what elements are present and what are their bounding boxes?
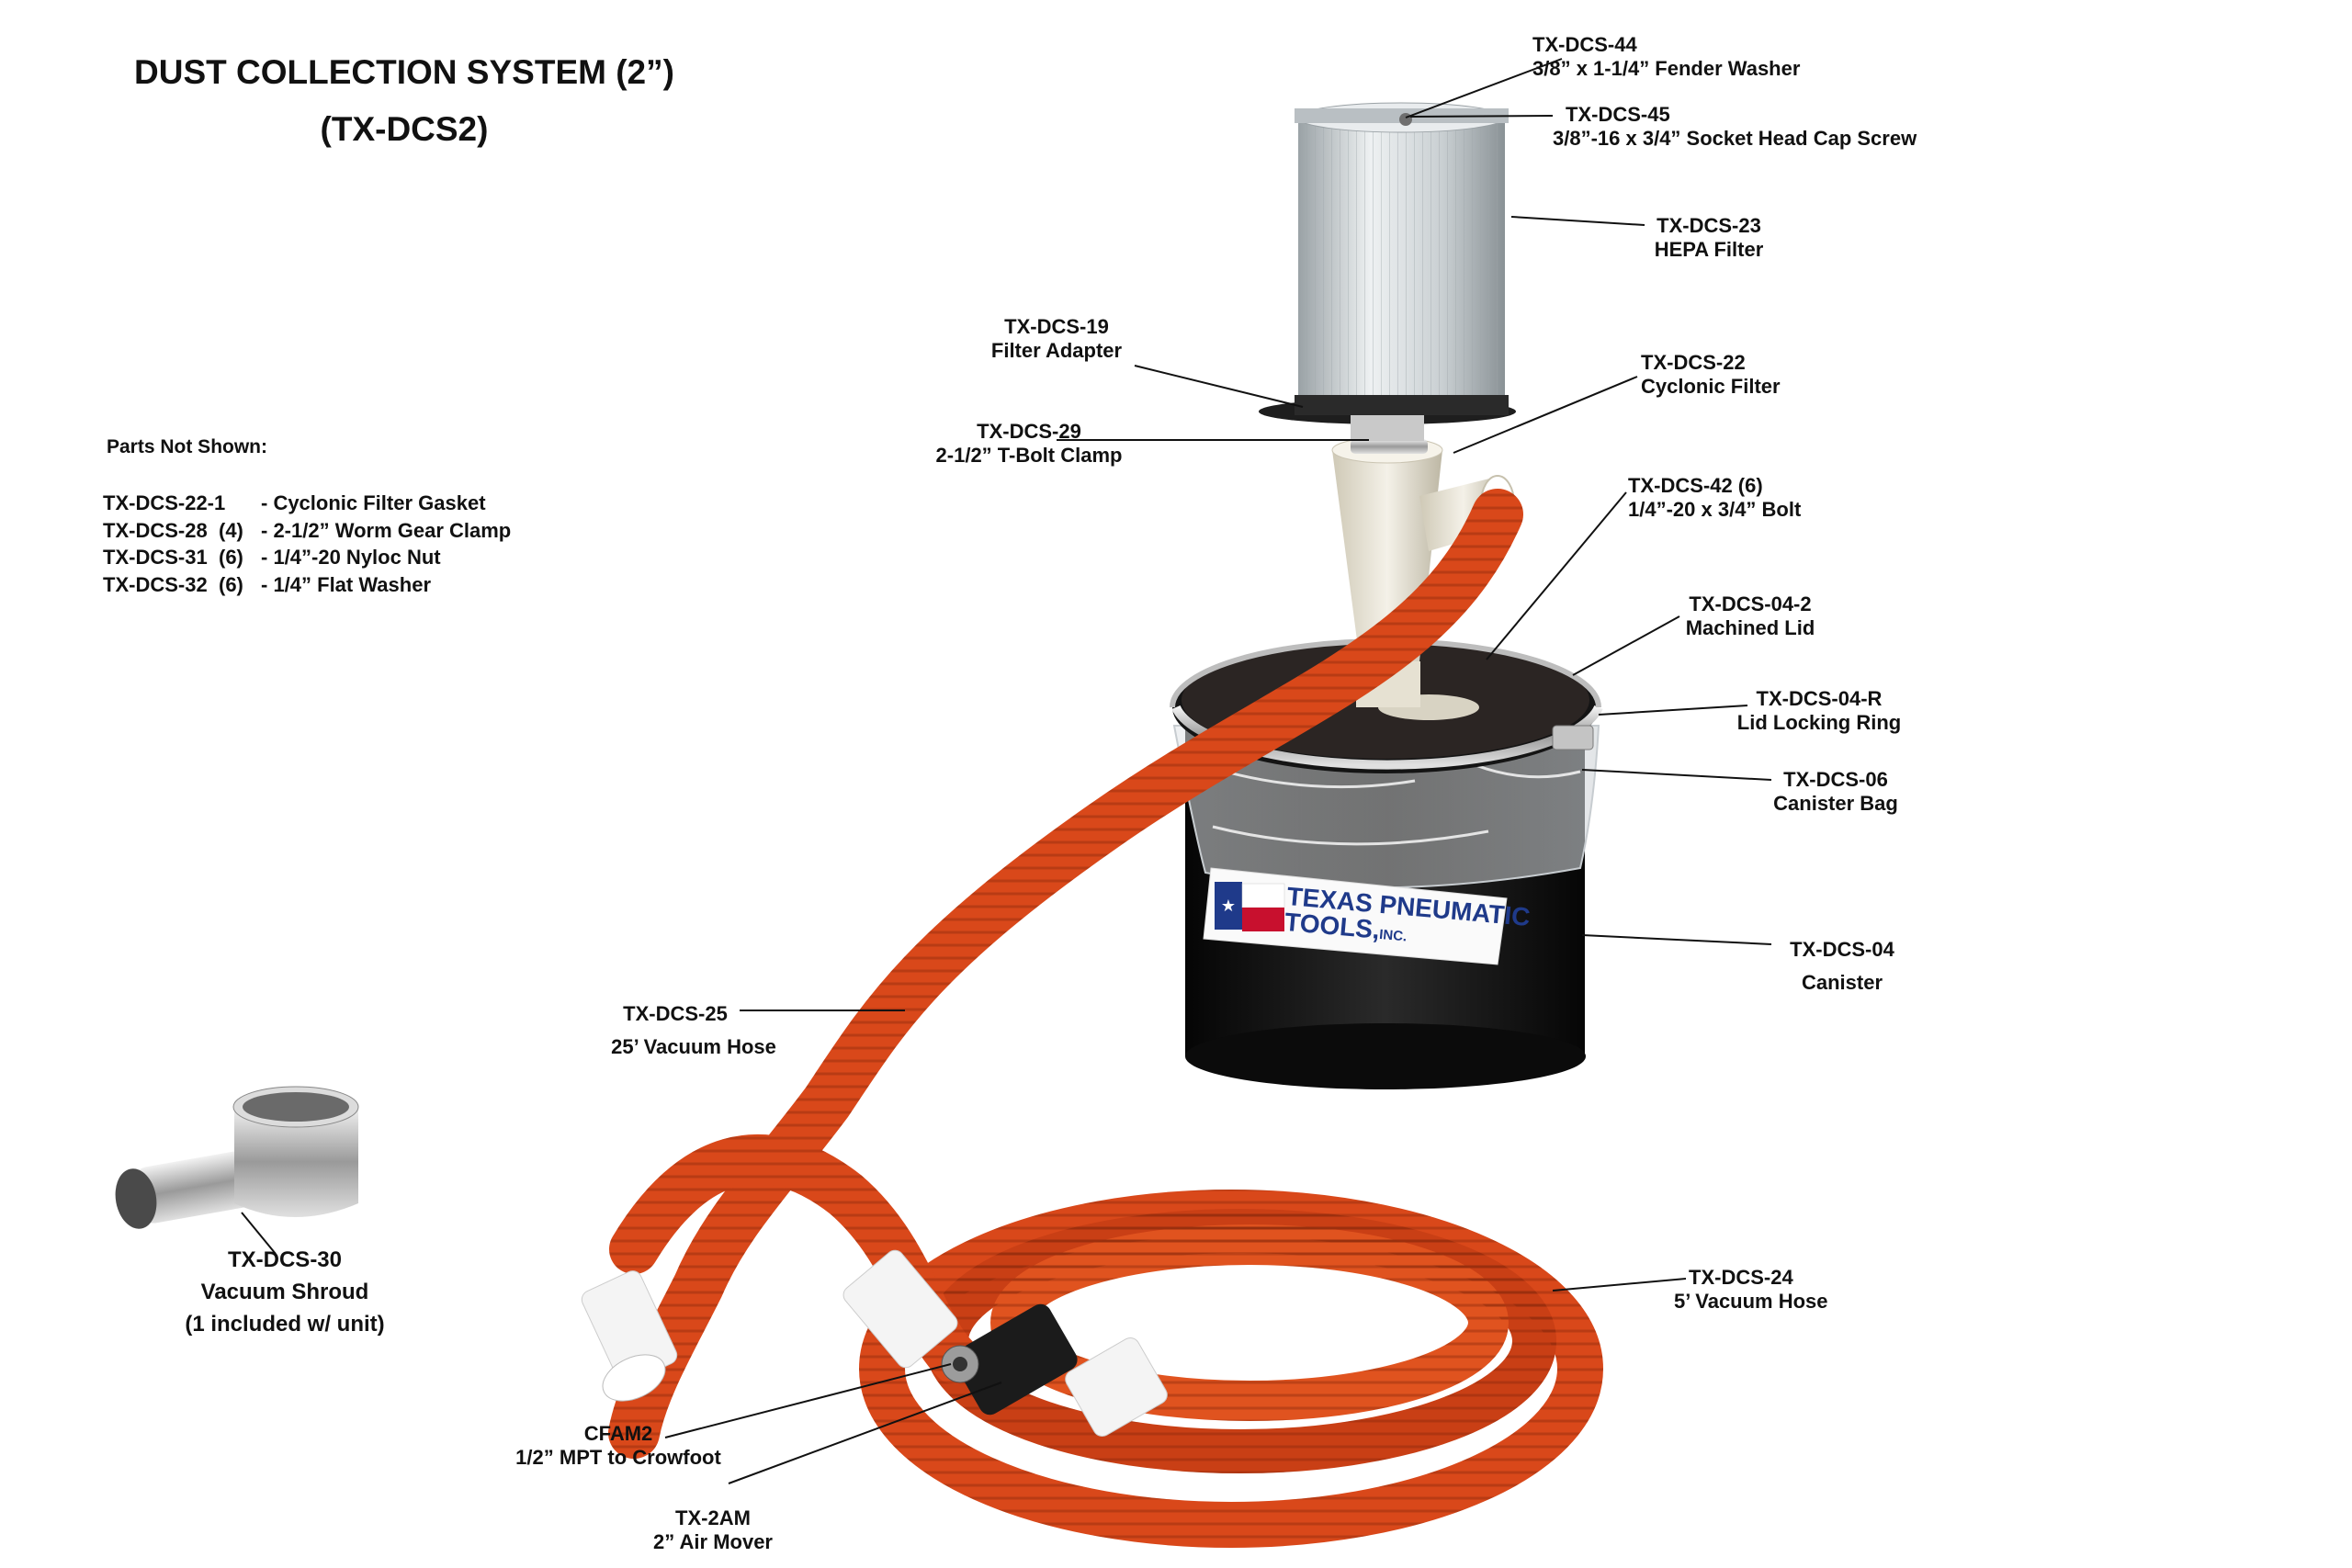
part-description: - Cyclonic Filter Gasket <box>261 491 486 514</box>
callout-tx-dcs-24: TX-DCS-24 5’ Vacuum Hose <box>1674 1266 1828 1314</box>
brand-logo-suffix: INC. <box>1378 926 1408 945</box>
part-description: - 2-1/2” Worm Gear Clamp <box>261 519 512 542</box>
callout-part: TX-DCS-04-2 <box>1689 592 1812 615</box>
callout-desc: Canister <box>1801 971 1883 994</box>
callout-part: TX-DCS-42 (6) <box>1628 474 1763 497</box>
callout-desc: 1/2” MPT to Crowfoot <box>515 1446 721 1469</box>
callout-desc: Cyclonic Filter <box>1641 375 1781 398</box>
callout-tx-dcs-06: TX-DCS-06 Canister Bag <box>1762 768 1909 816</box>
page-subtitle: (TX-DCS2) <box>320 110 489 148</box>
callout-tx-dcs-45: TX-DCS-45 3/8”-16 x 3/4” Socket Head Cap… <box>1553 103 1917 151</box>
list-item: TX-DCS-32 (6) - 1/4” Flat Washer <box>103 573 617 599</box>
callout-tx-dcs-04-2: TX-DCS-04-2 Machined Lid <box>1672 592 1828 640</box>
brand-label: ★ <box>1203 867 1508 965</box>
callout-part: TX-DCS-06 <box>1783 768 1888 791</box>
callout-desc: 2-1/2” T-Bolt Clamp <box>935 444 1123 467</box>
hose-cuff-left <box>581 1270 678 1402</box>
vacuum-shroud <box>115 1086 359 1229</box>
callout-part: TX-DCS-25 <box>623 1002 728 1025</box>
callout-part: TX-DCS-44 <box>1532 33 1637 56</box>
callout-desc: Vacuum Shroud <box>200 1280 369 1304</box>
callout-tx-dcs-25: TX-DCS-25 25’ Vacuum Hose <box>588 998 799 1064</box>
list-item: TX-DCS-28 (4) - 2-1/2” Worm Gear Clamp <box>103 519 617 545</box>
callout-desc: 25’ Vacuum Hose <box>611 1035 776 1058</box>
leader-lines <box>241 58 1772 1484</box>
part-description: - 1/4” Flat Washer <box>261 573 432 596</box>
callout-tx-dcs-22: TX-DCS-22 Cyclonic Filter <box>1641 351 1781 399</box>
callout-part: TX-DCS-04 <box>1790 938 1894 961</box>
callout-desc: Canister Bag <box>1773 792 1898 815</box>
callout-tx-2am: TX-2AM 2” Air Mover <box>630 1506 796 1554</box>
callout-tx-dcs-19: TX-DCS-19 Filter Adapter <box>974 315 1139 363</box>
list-item: TX-DCS-31 (6) - 1/4”-20 Nyloc Nut <box>103 546 617 571</box>
part-number: TX-DCS-28 <box>103 519 208 542</box>
callout-desc: 3/8”-16 x 3/4” Socket Head Cap Screw <box>1553 127 1917 150</box>
callout-part: TX-DCS-22 <box>1641 351 1746 374</box>
hepa-filter <box>1295 102 1509 415</box>
callout-part: TX-DCS-45 <box>1566 103 1670 126</box>
part-number: TX-DCS-32 <box>103 573 208 596</box>
part-qty: (4) <box>219 519 243 542</box>
list-item: TX-DCS-22-1 - Cyclonic Filter Gasket <box>103 491 617 517</box>
t-bolt-clamp <box>1351 439 1428 454</box>
callout-part: TX-DCS-24 <box>1689 1266 1793 1289</box>
hose-cuff-middle <box>842 1249 958 1369</box>
callout-part: TX-DCS-19 <box>1004 315 1109 338</box>
callout-desc: 2” Air Mover <box>652 1530 773 1553</box>
callout-part: TX-DCS-29 <box>977 420 1081 443</box>
callout-desc: Filter Adapter <box>990 339 1123 362</box>
callout-desc: HEPA Filter <box>1654 238 1764 261</box>
parts-not-shown: Parts Not Shown: TX-DCS-22-1 - Cyclonic … <box>103 436 621 620</box>
callout-part: CFAM2 <box>583 1422 653 1445</box>
callout-cfam2: CFAM2 1/2” MPT to Crowfoot <box>503 1422 733 1470</box>
callout-desc: 3/8” x 1-1/4” Fender Washer <box>1532 57 1801 80</box>
callout-desc: Lid Locking Ring <box>1736 711 1902 734</box>
callout-part: TX-DCS-30 <box>227 1247 343 1272</box>
part-qty: (6) <box>219 546 243 569</box>
callout-tx-dcs-42: TX-DCS-42 (6) 1/4”-20 x 3/4” Bolt <box>1628 474 1801 522</box>
texas-flag-icon: ★ <box>1215 882 1285 931</box>
callout-tx-dcs-30: TX-DCS-30 Vacuum Shroud (1 included w/ u… <box>156 1244 413 1340</box>
part-number: TX-DCS-31 <box>103 546 208 569</box>
crowfoot-fitting <box>941 1345 979 1383</box>
callout-note: (1 included w/ unit) <box>185 1312 385 1337</box>
callout-tx-dcs-29: TX-DCS-29 2-1/2” T-Bolt Clamp <box>919 420 1139 468</box>
callout-desc: Machined Lid <box>1685 616 1815 639</box>
svg-text:★: ★ <box>1221 897 1236 915</box>
callout-part: TX-DCS-23 <box>1657 214 1761 237</box>
callout-part: TX-DCS-04-R <box>1756 687 1883 710</box>
callout-desc: 5’ Vacuum Hose <box>1674 1290 1828 1313</box>
callout-tx-dcs-04-r: TX-DCS-04-R Lid Locking Ring <box>1736 687 1902 735</box>
callout-tx-dcs-23: TX-DCS-23 HEPA Filter <box>1635 214 1782 262</box>
hose-cuff-right <box>1065 1337 1168 1437</box>
air-mover <box>953 1303 1078 1416</box>
callout-tx-dcs-44: TX-DCS-44 3/8” x 1-1/4” Fender Washer <box>1532 33 1800 81</box>
part-description: - 1/4”-20 Nyloc Nut <box>261 546 441 569</box>
callout-desc: 1/4”-20 x 3/4” Bolt <box>1628 498 1802 521</box>
part-number: TX-DCS-22-1 <box>103 491 226 514</box>
callout-tx-dcs-04: TX-DCS-04 Canister <box>1769 933 1916 999</box>
part-qty: (6) <box>219 573 243 596</box>
parts-not-shown-heading: Parts Not Shown: <box>107 436 268 457</box>
callout-part: TX-2AM <box>675 1506 751 1529</box>
page-title: DUST COLLECTION SYSTEM (2”) <box>134 53 674 91</box>
